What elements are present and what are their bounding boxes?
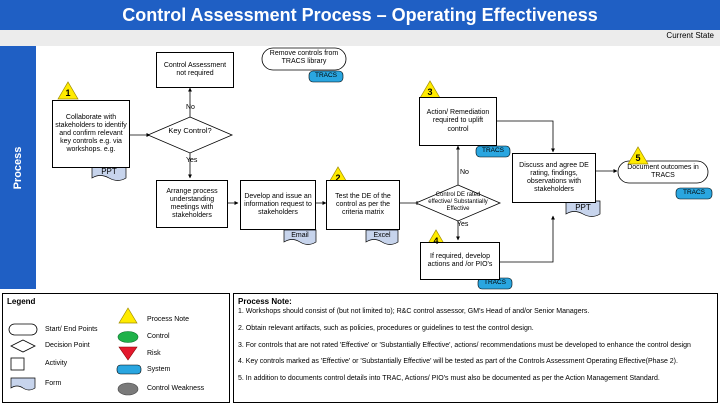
swimlane-label: Process — [0, 46, 36, 289]
process-note-2: 2. Obtain relevant artifacts, such as po… — [238, 324, 534, 332]
tracs-system-4 — [675, 187, 713, 200]
legend-control: Control — [147, 333, 170, 340]
email-tag: Email — [291, 232, 309, 239]
note-number-2: 2 — [335, 173, 341, 183]
note-number-3: 3 — [427, 87, 433, 97]
legend-control-symbol — [117, 331, 139, 343]
remove-controls-label: Remove controls from TRACS library — [269, 50, 339, 66]
step-collaborate: Collaborate with stakeholders to identif… — [52, 100, 130, 168]
legend-decision: Decision Point — [45, 342, 90, 349]
ppt-form-1 — [91, 164, 127, 181]
legend-panel: Legend Start/ End Points Decision Point … — [2, 293, 230, 403]
ppt-tag-1: PPT — [101, 167, 117, 176]
connector-action-discuss — [497, 120, 555, 153]
legend-decision-symbol — [10, 339, 36, 353]
legend-weakness: Control Weakness — [147, 385, 205, 392]
step-test: Test the DE of the control as per the cr… — [326, 180, 400, 230]
branch-yes-2: Yes — [457, 221, 469, 228]
legend-form-symbol — [10, 377, 36, 391]
process-notes-title: Process Note: — [238, 297, 292, 306]
key-control-label: Key Control? — [168, 126, 212, 135]
remove-controls-terminator — [261, 47, 347, 71]
excel-form — [365, 229, 399, 245]
step-arrange: Arrange process understanding meetings w… — [156, 180, 228, 228]
note-number-4: 4 — [433, 236, 439, 246]
swimlane-area — [36, 46, 720, 289]
branch-no-1: No — [186, 104, 195, 111]
excel-tag: Excel — [373, 232, 391, 239]
legend-activity: Activity — [45, 360, 68, 367]
legend-system-symbol — [116, 364, 142, 375]
legend-symbols — [8, 307, 142, 396]
tracs-system-1 — [308, 70, 344, 83]
branch-no-2: No — [460, 169, 469, 176]
de-rated-diamond — [414, 184, 502, 222]
de-rated-label: Control DE rated effective/ Substantiall… — [428, 192, 488, 212]
connector-ifreq-discuss — [500, 215, 555, 263]
ppt-form-2 — [565, 200, 601, 217]
legend-start-end-symbol — [8, 323, 38, 336]
step-discuss: Discuss and agree DE rating, findings, o… — [512, 153, 596, 203]
legend-start-end: Start/ End Points — [45, 326, 98, 333]
ppt-tag-2: PPT — [575, 203, 591, 212]
branch-yes-1: Yes — [186, 157, 198, 164]
tracs-tag-3: TRACS — [483, 279, 507, 286]
legend-weakness-symbol — [117, 382, 139, 396]
legend-activity-symbol — [10, 357, 25, 371]
step-action-remediation: Action/ Remediation required to uplift c… — [419, 97, 497, 146]
tracs-tag-1: TRACS — [314, 72, 338, 79]
process-note-triangle-5 — [627, 146, 649, 165]
note-number-5: 5 — [635, 153, 641, 163]
key-control-diamond — [146, 116, 234, 154]
page-title: Control Assessment Process – Operating E… — [0, 0, 720, 30]
tracs-system-2 — [475, 145, 511, 158]
tracs-tag-4: TRACS — [682, 189, 706, 196]
legend-risk-symbol — [118, 346, 138, 361]
step-not-required: Control Assessment not required — [156, 52, 234, 88]
process-note-1: 1. Workshops should consist of (but not … — [238, 308, 590, 315]
flow-diagram — [57, 47, 713, 290]
process-note-4: 4. Key controls marked as 'Effective' or… — [238, 358, 678, 366]
state-label: Current State — [666, 31, 714, 40]
step-develop: Develop and issue an information request… — [240, 180, 316, 230]
document-outcomes-terminator — [617, 160, 709, 184]
process-note-triangle-1 — [57, 81, 79, 100]
step-if-required: If required, develop actions and /or PIO… — [420, 242, 500, 280]
legend-risk: Risk — [147, 350, 161, 357]
legend-process-note: Process Note — [147, 316, 190, 323]
tracs-tag-2: TRACS — [481, 147, 505, 154]
process-note-5: 5. In addition to documents control deta… — [238, 375, 660, 382]
document-outcomes-label: Document outcomes in TRACS — [627, 164, 699, 180]
legend-form: Form — [45, 380, 62, 387]
state-bar: Current State — [0, 30, 720, 46]
process-note-3: 3. For controls that are not rated 'Effe… — [238, 341, 691, 349]
email-form — [283, 229, 317, 245]
legend-title: Legend — [7, 297, 36, 306]
legend-process-note-symbol — [118, 307, 138, 324]
legend-system: System — [147, 366, 171, 373]
process-notes-panel: Process Note: 1. Workshops should consis… — [233, 293, 718, 403]
note-number-1: 1 — [65, 88, 71, 98]
